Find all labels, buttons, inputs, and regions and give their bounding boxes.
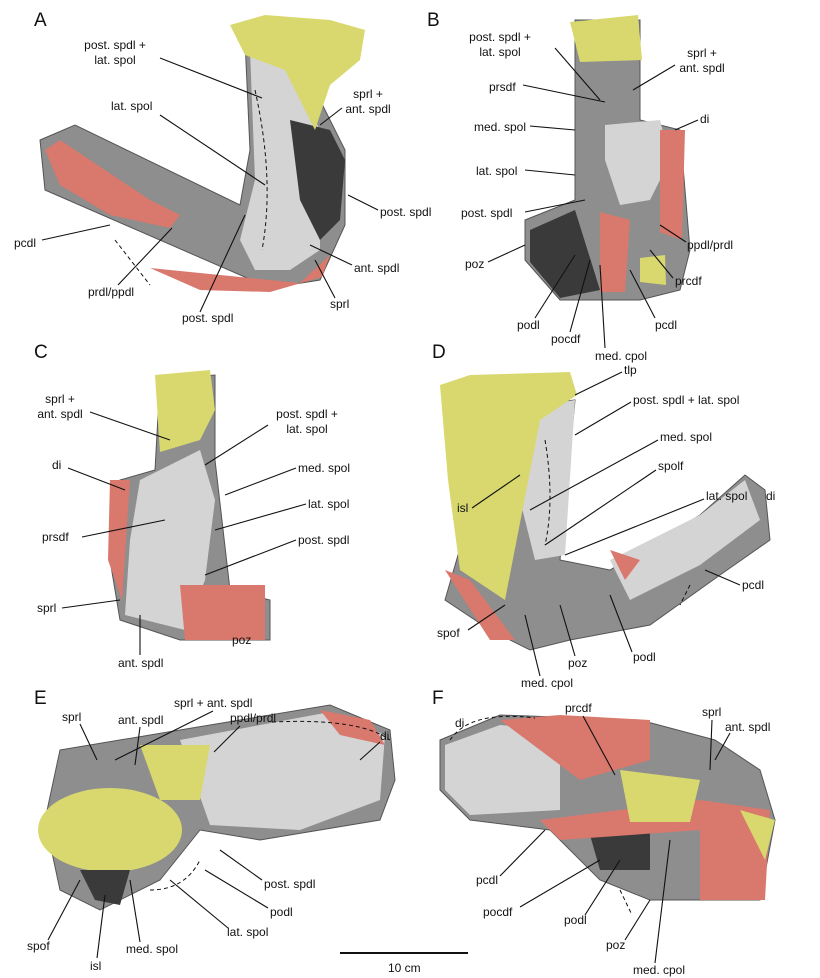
leaders-f [499, 715, 731, 964]
label-lat-spol: lat. spol [111, 99, 153, 113]
panel-letter-c: C [34, 342, 48, 363]
label-sprl-ant-spdl: sprl + ant. spdl [174, 696, 253, 710]
label-sprl-ant-spdl: sprl + ant. spdl [679, 46, 725, 75]
label-ant-spdl: ant. spdl [118, 656, 164, 670]
label-sprl-ant-spdl: sprl + ant. spdl [37, 392, 83, 421]
label-pocdf: pocdf [551, 332, 581, 346]
label-ppdl-prdl: ppdl/prdl [687, 238, 734, 252]
vertebra-view-e [38, 704, 396, 911]
label-podl: podl [564, 913, 587, 927]
label-ppdl-prdl: ppdl/prdl [230, 711, 277, 725]
label-prcdf: prcdf [565, 701, 592, 715]
leaders-e [47, 710, 381, 959]
vertebra-view-d [440, 372, 771, 651]
label-lat-spol: lat. spol [706, 489, 748, 503]
leaders-a [41, 57, 379, 313]
label-di: di [52, 458, 62, 472]
label-pcdl: pcdl [742, 578, 765, 592]
label-post-spdl: post. spdl [461, 206, 513, 220]
label-di: di [700, 112, 710, 126]
panel-letter-d: D [432, 342, 446, 363]
label-prsdf: prsdf [489, 80, 516, 94]
leaders-d [467, 371, 741, 677]
vertebra-view-c [108, 370, 271, 641]
vertebra-view-a [39, 15, 365, 292]
label-lat-spol: lat. spol [227, 925, 269, 939]
label-spof: spof [27, 939, 50, 953]
label-prsdf: prsdf [42, 530, 69, 544]
label-med-spol: med. spol [126, 942, 179, 956]
vertebra-view-b [524, 15, 691, 301]
label-di: di [380, 729, 390, 743]
label-di: di [766, 489, 776, 503]
leaders-b [487, 47, 699, 349]
panel-letter-f: F [432, 688, 444, 709]
label-podl: podl [517, 318, 540, 332]
label-pocdf: pocdf [483, 905, 513, 919]
label-podl: podl [633, 650, 656, 664]
label-di: di [455, 716, 465, 730]
label-post-spdl-lat-spol: post. spdl + lat. spol [84, 38, 146, 67]
label-post-spdl-lat-spol: post. spdl + lat. spol [633, 393, 740, 407]
label-sprl: sprl [62, 710, 82, 724]
label-ant-spdl: ant. spdl [725, 720, 771, 734]
label-sprl-ant-spdl: sprl + ant. spdl [345, 87, 391, 116]
label-poz: poz [465, 257, 485, 271]
label-poz: poz [232, 633, 252, 647]
label-sprl: sprl [330, 297, 350, 311]
label-med-cpol: med. cpol [595, 349, 648, 363]
label-post-spdl: post. spdl [380, 205, 432, 219]
label-ant-spdl: ant. spdl [118, 713, 164, 727]
label-prdl-ppdl: prdl/ppdl [88, 285, 135, 299]
label-post-spdl: post. spdl [182, 311, 234, 325]
label-post-spdl: post. spdl [298, 533, 350, 547]
label-post-spdl-lat-spol: post. spdl + lat. spol [276, 407, 338, 436]
label-sprl: sprl [37, 601, 57, 615]
label-med-spol: med. spol [298, 461, 351, 475]
label-post-spdl: post. spdl [264, 877, 316, 891]
label-isl: isl [90, 959, 102, 973]
label-lat-spol: lat. spol [308, 497, 350, 511]
label-prcdf: prcdf [675, 274, 702, 288]
scale-bar-label: 10 cm [388, 961, 421, 975]
label-pcdl: pcdl [476, 873, 499, 887]
label-poz: poz [606, 938, 626, 952]
label-spolf: spolf [658, 459, 684, 473]
label-spof: spof [437, 626, 460, 640]
label-poz: poz [568, 656, 588, 670]
label-ant-spdl: ant. spdl [354, 261, 400, 275]
label-pcdl: pcdl [655, 318, 678, 332]
label-med-cpol: med. cpol [633, 963, 686, 977]
leaders-c [61, 411, 307, 655]
label-isl: isl [457, 501, 469, 515]
panel-letter-a: A [34, 10, 47, 31]
vertebra-view-f [439, 714, 776, 916]
label-sprl: sprl [702, 705, 722, 719]
label-lat-spol: lat. spol [476, 164, 518, 178]
label-post-spdl-lat-spol: post. spdl + lat. spol [469, 30, 531, 59]
label-podl: podl [270, 905, 293, 919]
label-pcdl: pcdl [14, 236, 37, 250]
label-med-spol: med. spol [660, 430, 713, 444]
panel-letter-e: E [34, 688, 47, 709]
panel-letter-b: B [427, 10, 440, 31]
label-med-spol: med. spol [474, 120, 527, 134]
label-med-cpol: med. cpol [521, 676, 574, 690]
label-tlp: tlp [624, 363, 637, 377]
